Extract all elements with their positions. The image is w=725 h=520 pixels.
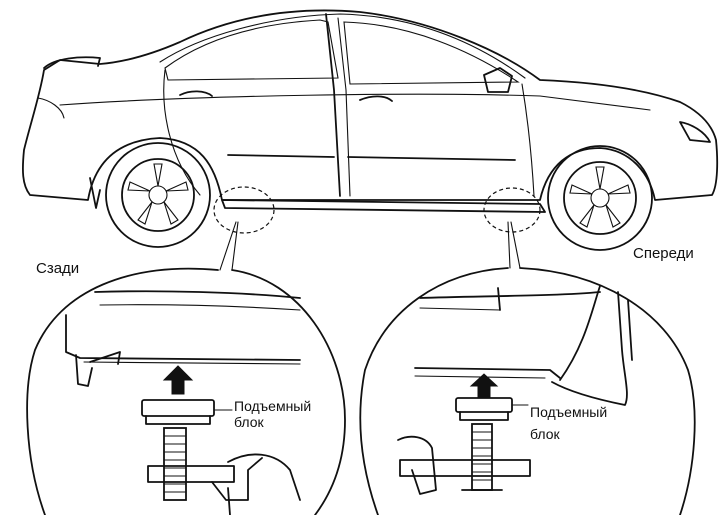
lift-block-left-label-line2: блок	[234, 414, 264, 430]
lift-arrow-icon-front	[469, 373, 499, 399]
front-wheel	[547, 145, 653, 251]
car-body	[22, 9, 719, 213]
rear-wheel	[105, 142, 211, 248]
rear-detail-callout	[26, 267, 346, 516]
lift-block-left-label-line1: Подъемный	[234, 398, 312, 414]
lift-arrow-icon	[162, 365, 194, 395]
front-label: Спереди	[633, 245, 694, 262]
lift-block-right-label-line2: блок	[530, 426, 560, 442]
lift-block-right-label-line1: Подъемный	[530, 404, 608, 420]
front-detail-callout	[359, 267, 696, 516]
rear-label: Сзади	[36, 260, 80, 277]
front-lift-point-marker	[483, 187, 541, 269]
rear-lift-point-marker	[213, 186, 275, 271]
